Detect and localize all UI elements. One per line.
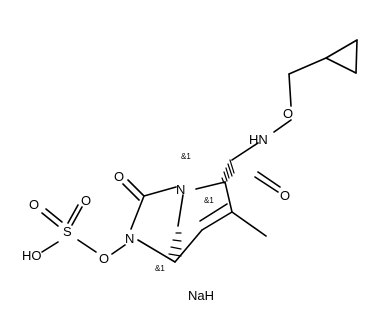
stereo-label-n-bridge: &1 [181,152,191,161]
side-chain-bonds [231,57,327,161]
atom-o-sulfonyl-top: O [81,193,91,208]
amide-carbonyl-bonds [254,171,281,193]
atom-o-amide: O [280,188,290,203]
atom-n-ring: N [125,231,134,246]
atom-hydroxyl: HO [22,248,42,263]
atom-o-ether: O [283,106,293,121]
stereo-label-c2: &1 [204,196,214,205]
stereo-label-c5: &1 [155,264,165,273]
bicyclic-core-bonds [122,159,267,263]
sulfate-bonds [41,204,126,255]
atom-nh: HN [249,132,268,147]
counterion-label: NaH [188,288,214,303]
hashed-wedge-c2 [221,159,235,184]
atom-o-ring: O [99,251,109,266]
atom-n-bridge: N [176,182,185,197]
atom-o-ketone: O [114,169,124,184]
atom-sulfur: S [63,224,72,239]
atom-o-sulfonyl-left: O [29,197,39,212]
cyclopropyl-ring [325,39,358,74]
hashed-wedge-c5 [168,232,182,257]
